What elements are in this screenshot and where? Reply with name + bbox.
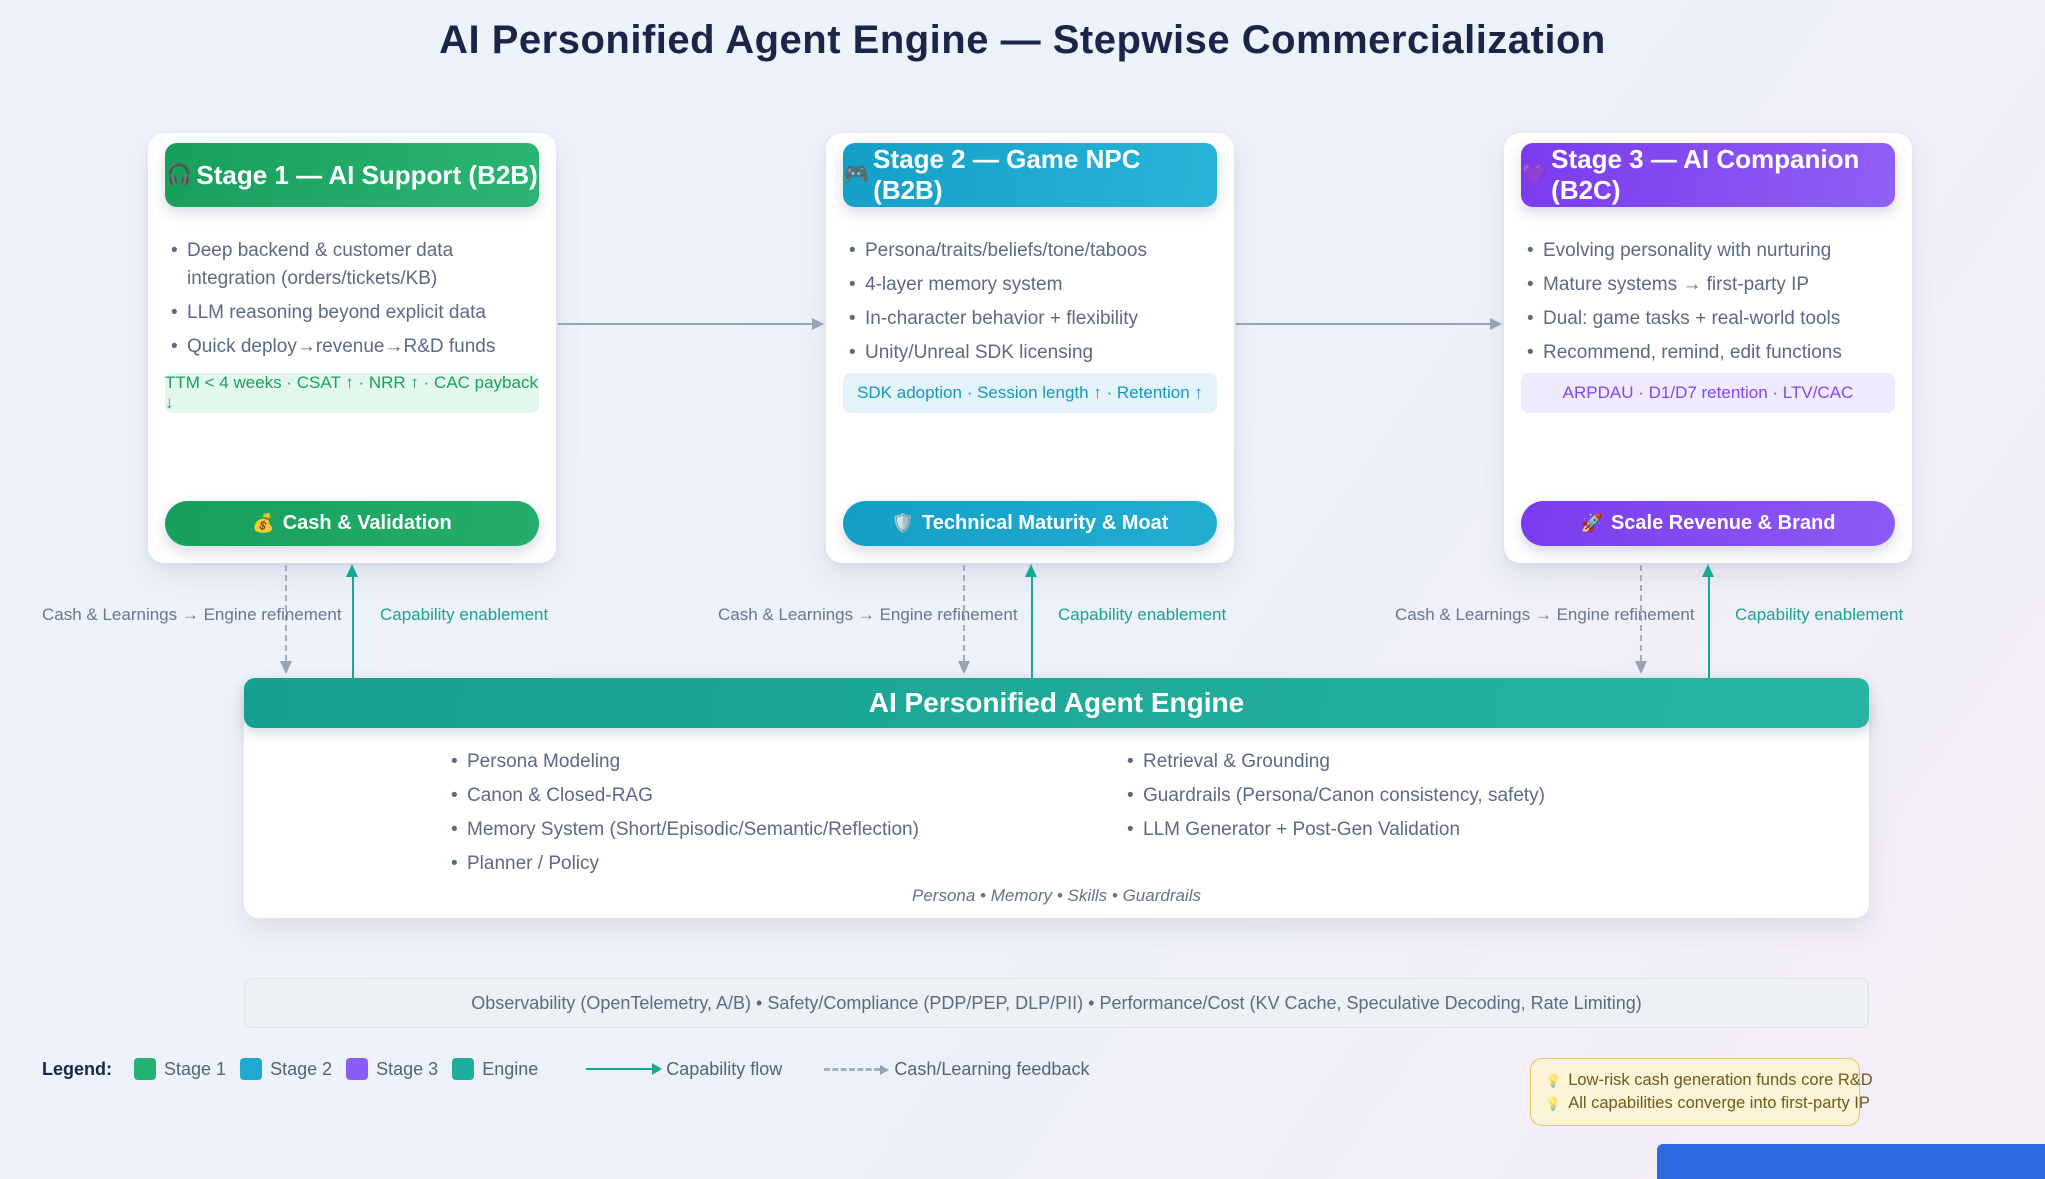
stage3-bullets: Evolving personality with nurturing Matu… (1521, 237, 1895, 367)
stage1-header: 🎧 Stage 1 — AI Support (B2B) (165, 143, 539, 207)
stage3-card: 💜 Stage 3 — AI Companion (B2C) Evolving … (1504, 133, 1912, 563)
stage1-bullet: LLM reasoning beyond explicit data (171, 299, 533, 327)
stage2-header: 🎮 Stage 2 — Game NPC (B2B) (843, 143, 1217, 207)
note-text: All capabilities converge into first-par… (1568, 1094, 1870, 1112)
engine-tagline: Persona • Memory • Skills • Guardrails (912, 886, 1201, 905)
stage1-bullet: Deep backend & customer data integration… (171, 237, 533, 293)
solid-arrow-icon (586, 1063, 663, 1075)
stage1-enablement-label: Capability enablement (380, 605, 549, 624)
legend-feedback: Cash/Learning feedback (824, 1059, 1089, 1080)
stage3-enablement-label: Capability enablement (1735, 605, 1904, 624)
note-line: 💡 All capabilities converge into first-p… (1545, 1094, 1870, 1113)
legend-engine-label: Engine (482, 1058, 539, 1079)
legend-stage3-label: Stage 3 (376, 1058, 439, 1079)
stage2-footer-label: Technical Maturity & Moat (922, 512, 1169, 534)
stage3-feedback-arrow (1635, 565, 1647, 674)
stage1-feedback-label: Cash & Learnings → Engine refinement (42, 605, 342, 624)
stage1-feedback-arrow (280, 565, 292, 674)
stage2-bullet: In-character behavior + flexibility (849, 305, 1211, 333)
legend-capability-flow: Capability flow (586, 1059, 782, 1080)
stage2-color-swatch (240, 1058, 263, 1080)
engine-color-swatch (452, 1058, 475, 1080)
legend-feedback-label: Cash/Learning feedback (894, 1058, 1090, 1079)
stage2-metrics-pill: SDK adoption · Session length ↑ · Retent… (843, 373, 1217, 413)
stage3-bullet: Mature systems → first-party IP (1527, 271, 1889, 299)
stage3-enablement-arrow (1702, 564, 1714, 678)
page-title: AI Personified Agent Engine — Stepwise C… (439, 18, 1606, 62)
engine-right-column: Retrieval & Grounding Guardrails (Person… (1127, 748, 1545, 850)
stage2-footer-badge: 🛡️ Technical Maturity & Moat (843, 501, 1217, 546)
stage1-title: Stage 1 — AI Support (B2B) (196, 159, 538, 190)
stage3-header: 💜 Stage 3 — AI Companion (B2C) (1521, 143, 1895, 207)
shield-icon: 🛡️ (891, 513, 915, 533)
engine-panel: AI Personified Agent Engine Persona Mode… (244, 678, 1869, 918)
legend-item-stage3: Stage 3 (346, 1058, 438, 1080)
engine-body: Persona Modeling Canon & Closed-RAG Memo… (244, 728, 1869, 918)
stage3-title: Stage 3 — AI Companion (B2C) (1551, 144, 1860, 205)
stage1-metrics-pill: TTM < 4 weeks · CSAT ↑ · NRR ↑ · CAC pay… (165, 373, 539, 413)
stage2-enablement-label: Capability enablement (1058, 605, 1227, 624)
note-text: Low-risk cash generation funds core R&D (1568, 1071, 1873, 1089)
legend-item-stage1: Stage 1 (134, 1058, 226, 1080)
infra-bar-text: Observability (OpenTelemetry, A/B) • Saf… (471, 992, 1642, 1013)
stage1-enablement-arrow (346, 564, 358, 678)
engine-title: AI Personified Agent Engine (868, 687, 1245, 718)
stage3-metrics-pill: ARPDAU · D1/D7 retention · LTV/CAC (1521, 373, 1895, 413)
stage3-color-swatch (346, 1058, 369, 1080)
stage1-footer-badge: 💰 Cash & Validation (165, 501, 539, 546)
stage2-to-stage3-arrow (1236, 318, 1502, 330)
rocket-icon: 🚀 (1580, 513, 1603, 533)
bottom-edge-bar (1657, 1144, 2045, 1179)
stage1-footer-label: Cash & Validation (282, 512, 452, 534)
stage2-bullets: Persona/traits/beliefs/tone/taboos 4-lay… (843, 237, 1217, 367)
key-insights-note: 💡 Low-risk cash generation funds core R&… (1530, 1058, 1873, 1126)
engine-bullet: Planner / Policy (451, 850, 919, 878)
legend-stage2-label: Stage 2 (270, 1058, 333, 1079)
engine-header: AI Personified Agent Engine (244, 678, 1869, 728)
stage2-title: Stage 2 — Game NPC (B2B) (873, 144, 1141, 205)
stage2-bullet: 4-layer memory system (849, 271, 1211, 299)
engine-bullet: Retrieval & Grounding (1127, 748, 1545, 776)
stage1-bullets: Deep backend & customer data integration… (165, 237, 539, 361)
stage2-feedback-label: Cash & Learnings → Engine refinement (718, 605, 1018, 624)
legend: Legend: Stage 1 Stage 2 Stage 3 Engine C… (42, 1058, 1089, 1080)
legend-stage1-label: Stage 1 (164, 1058, 227, 1079)
stage2-bullet: Persona/traits/beliefs/tone/taboos (849, 237, 1211, 265)
stage1-color-swatch (134, 1058, 156, 1080)
engine-bullet: Guardrails (Persona/Canon consistency, s… (1127, 782, 1545, 810)
stage3-bullet: Recommend, remind, edit functions (1527, 339, 1889, 367)
stage1-card: 🎧 Stage 1 — AI Support (B2B) Deep backen… (148, 133, 556, 563)
stage3-bullet: Evolving personality with nurturing (1527, 237, 1889, 265)
headset-icon: 🎧 (166, 163, 193, 186)
stage3-footer-label: Scale Revenue & Brand (1610, 512, 1836, 534)
legend-capability-flow-label: Capability flow (666, 1058, 783, 1079)
legend-label: Legend: (42, 1058, 112, 1079)
bulb-icon: 💡 (1545, 1072, 1562, 1088)
engine-bullet: LLM Generator + Post-Gen Validation (1127, 816, 1545, 844)
stage1-to-stage2-arrow (558, 318, 824, 330)
legend-item-stage2: Stage 2 (240, 1058, 332, 1080)
engine-bullet: Canon & Closed-RAG (451, 782, 919, 810)
stage2-enablement-arrow (1025, 564, 1037, 678)
stage1-bullet: Quick deploy→revenue→R&D funds (171, 333, 533, 361)
engine-left-column: Persona Modeling Canon & Closed-RAG Memo… (451, 748, 919, 884)
heart-icon: 💜 (1521, 163, 1548, 186)
stage3-bullet: Dual: game tasks + real-world tools (1527, 305, 1889, 333)
stage3-feedback-label: Cash & Learnings → Engine refinement (1395, 605, 1695, 624)
money-bag-icon: 💰 (252, 513, 275, 533)
engine-bullet: Memory System (Short/Episodic/Semantic/R… (451, 816, 919, 844)
bulb-icon: 💡 (1545, 1095, 1562, 1111)
engine-bullet: Persona Modeling (451, 748, 919, 776)
infra-bar: Observability (OpenTelemetry, A/B) • Saf… (244, 978, 1869, 1028)
gamepad-icon: 🎮 (843, 163, 870, 186)
stage3-footer-badge: 🚀 Scale Revenue & Brand (1521, 501, 1895, 546)
stage2-card: 🎮 Stage 2 — Game NPC (B2B) Persona/trait… (826, 133, 1234, 563)
legend-item-engine: Engine (452, 1058, 538, 1080)
dashed-arrow-icon (824, 1064, 890, 1075)
stage2-feedback-arrow (958, 565, 970, 674)
note-line: 💡 Low-risk cash generation funds core R&… (1545, 1071, 1873, 1090)
stage2-bullet: Unity/Unreal SDK licensing (849, 339, 1211, 367)
